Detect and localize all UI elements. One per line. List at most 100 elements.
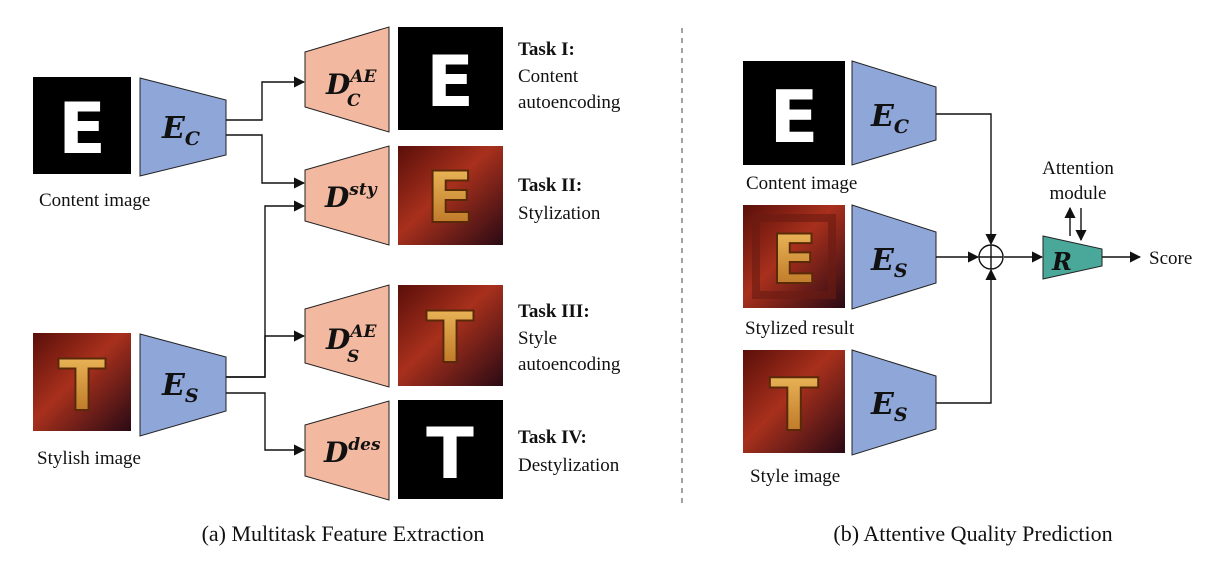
- r-encoder-3-label: ES: [870, 387, 908, 426]
- encoder-content-main: E: [161, 111, 186, 146]
- task-4-title: Task IV:: [518, 427, 587, 448]
- decoder-3-main: D: [325, 323, 351, 356]
- decoder-4-sup: des: [348, 435, 381, 455]
- r-content-image: E: [743, 61, 845, 165]
- arrow-enc1-to-sum: [936, 113, 997, 246]
- attention-line2: module: [1050, 183, 1107, 204]
- content-glyph: E: [58, 88, 106, 170]
- r-encoder-2-shape: [851, 204, 937, 310]
- encoder-content: EC: [139, 77, 227, 177]
- decoder-1-main: D: [325, 68, 351, 101]
- r-encoder-style: ES: [851, 349, 937, 456]
- decoder-3-sup: AE: [348, 322, 377, 342]
- r-encoder-1-main: E: [870, 99, 895, 134]
- r-content-label: Content image: [746, 173, 857, 194]
- task-1-line1: Content: [518, 66, 579, 87]
- r-module-shape: [1042, 235, 1103, 280]
- stylish-image: T: [33, 333, 131, 431]
- arrow-ec-to-d2: [226, 134, 306, 189]
- output-2-glyph: E: [426, 157, 474, 239]
- task-3-line1: Style: [518, 328, 557, 349]
- decoder-4-main: D: [323, 436, 349, 469]
- r-content-glyph: E: [769, 75, 818, 159]
- decoder-2-main: D: [324, 181, 350, 214]
- r-encoder-2-main: E: [870, 243, 895, 278]
- decoder-1-sup: AE: [348, 67, 377, 87]
- decoder-2-label: Dsty: [324, 180, 378, 214]
- decoder-1-shape: [304, 26, 390, 133]
- caption-left: (a) Multitask Feature Extraction: [202, 521, 485, 546]
- output-1-glyph: E: [426, 41, 474, 123]
- score-label: Score: [1149, 248, 1192, 269]
- output-destylization: T: [398, 400, 503, 499]
- decoder-2-shape: [304, 145, 390, 246]
- task-2: Task II: Stylization: [518, 175, 601, 224]
- decoder-4-shape: [304, 400, 390, 501]
- r-module: R: [1042, 235, 1103, 280]
- content-image-label: Content image: [39, 190, 150, 211]
- stylish-image-label: Stylish image: [37, 448, 141, 469]
- decoder-2-sup: sty: [348, 180, 377, 200]
- arrow-es-to-d4: [226, 392, 306, 456]
- output-3-glyph: T: [426, 297, 474, 379]
- r-encoder-2-label: ES: [870, 243, 908, 282]
- left-connectors: [226, 76, 306, 456]
- decoder-content-ae: DAE C: [304, 26, 390, 133]
- caption-right: (b) Attentive Quality Prediction: [833, 521, 1112, 546]
- r-encoder-2-sub: S: [894, 260, 908, 282]
- output-style-ae: T: [398, 285, 503, 386]
- r-module-label: R: [1051, 247, 1072, 276]
- arrow-enc3-to-sum: [936, 268, 997, 404]
- task-2-title: Task II:: [518, 175, 582, 196]
- r-style-image: T: [743, 350, 845, 453]
- task-4: Task IV: Destylization: [518, 427, 620, 476]
- r-stylized-label: Stylized result: [745, 318, 855, 339]
- r-stylized-glyph: E: [771, 221, 817, 300]
- decoder-4-label: Ddes: [323, 435, 381, 469]
- left-panel: E Content image EC T Stylish image ES: [33, 26, 621, 546]
- task-1-title: Task I:: [518, 39, 575, 60]
- output-4-glyph: T: [426, 413, 474, 495]
- r-encoder-1-shape: [851, 60, 937, 166]
- task-4-line1: Destylization: [518, 455, 620, 476]
- output-content-ae: E: [398, 27, 503, 130]
- decoder-1-label: DAE: [325, 67, 377, 101]
- r-encoder-3-shape: [851, 349, 937, 456]
- task-2-line1: Stylization: [518, 203, 601, 224]
- stylish-glyph: T: [58, 345, 106, 427]
- sum-node: [978, 244, 1004, 270]
- encoder-content-shape: [139, 77, 227, 177]
- task-3: Task III: Style autoencoding: [518, 301, 621, 375]
- decoder-destylization: Ddes: [304, 400, 390, 501]
- r-style-glyph: T: [769, 363, 818, 447]
- decoder-3-sub: S: [347, 347, 359, 367]
- r-encoder-1-sub: C: [894, 116, 909, 138]
- r-encoder-stylized: ES: [851, 204, 937, 310]
- arrow-ec-to-d1: [226, 76, 306, 121]
- task-3-line2: autoencoding: [518, 354, 621, 375]
- decoder-3-label: DAE: [325, 322, 377, 356]
- right-panel: E Content image E Stylized result T Styl…: [743, 60, 1192, 546]
- encoder-style-sub: S: [185, 385, 199, 407]
- task-1-line2: autoencoding: [518, 92, 621, 113]
- r-stylized-image: E: [743, 205, 845, 308]
- encoder-content-sub: C: [185, 128, 200, 150]
- encoder-content-label: EC: [161, 111, 200, 150]
- encoder-style-shape: [139, 333, 227, 437]
- r-encoder-content: EC: [851, 60, 937, 166]
- right-connectors: [936, 113, 1142, 404]
- decoder-style-ae: DAE S: [304, 284, 390, 388]
- output-stylization: E: [398, 146, 503, 245]
- r-encoder-3-main: E: [870, 387, 895, 422]
- r-style-label: Style image: [750, 466, 840, 487]
- decoder-1-sub: C: [347, 91, 361, 111]
- encoder-style-main: E: [161, 368, 186, 403]
- decoder-stylization: Dsty: [304, 145, 390, 246]
- task-3-title: Task III:: [518, 301, 590, 322]
- r-encoder-1-label: EC: [870, 99, 909, 138]
- decoder-3-shape: [304, 284, 390, 388]
- attention-line1: Attention: [1042, 158, 1114, 179]
- task-1: Task I: Content autoencoding: [518, 39, 621, 113]
- encoder-style: ES: [139, 333, 227, 437]
